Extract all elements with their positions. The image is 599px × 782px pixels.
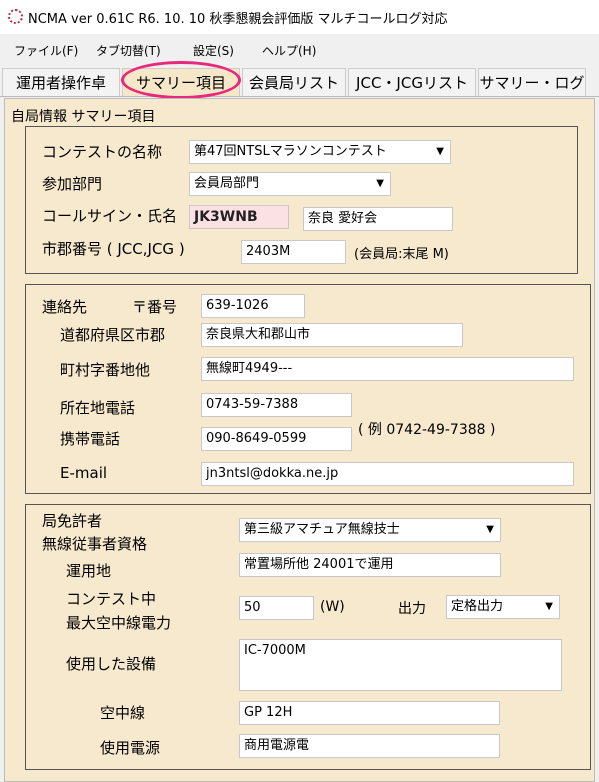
contact-group (25, 284, 591, 494)
tab-bar: 運用者操作卓 サマリー項目 会員局リスト JCC・JCGリスト サマリー・ログ (0, 66, 599, 97)
email-field[interactable]: jn3ntsl@dokka.ne.jp (201, 462, 574, 486)
prefecture-label: 道都府県区市郡 (60, 326, 166, 344)
contact-heading: 連絡先 (42, 298, 88, 316)
landline-label: 所在地電話 (60, 399, 136, 417)
tab-summary-log[interactable]: サマリー・ログ (478, 68, 586, 96)
output-label: 出力 (398, 601, 426, 617)
mobile-label: 携帯電話 (60, 430, 121, 448)
menu-file[interactable]: ファイル(F) (14, 44, 79, 58)
output-value: 定格出力 (451, 599, 504, 614)
qualification-value: 第三級アマチュア無線技士 (244, 522, 400, 537)
output-select[interactable]: 定格出力 ▼ (446, 595, 560, 619)
location-field[interactable]: 常置場所他 24001で運用 (239, 553, 501, 577)
antenna-label: 空中線 (100, 704, 146, 722)
jcc-note: (会員局:末尾 M) (354, 247, 449, 262)
power-label-line1: コンテスト中 (66, 590, 157, 608)
power-source-field[interactable]: 商用電源電 (239, 734, 500, 758)
window-title: NCMA ver 0.61C R6. 10. 10 秋季懇親会評価版 マルチコー… (28, 12, 448, 27)
licensee-label: 局免許者 (42, 512, 103, 530)
antenna-field[interactable]: GP 12H (239, 701, 500, 725)
contest-name-select[interactable]: 第47回NTSLマラソンコンテスト ▼ (189, 140, 451, 164)
menu-settings[interactable]: 設定(S) (193, 44, 234, 58)
qualification-select[interactable]: 第三級アマチュア無線技士 ▼ (239, 518, 501, 542)
contest-name-value: 第47回NTSLマラソンコンテスト (194, 144, 387, 159)
equipment-textarea[interactable] (239, 639, 562, 691)
menu-bar: ファイル(F) タブ切替(T) 設定(S) ヘルプ(H) (0, 34, 599, 66)
power-label-line2: 最大空中線電力 (66, 614, 172, 632)
category-label: 参加部門 (42, 175, 103, 193)
equipment-label: 使用した設備 (66, 655, 157, 673)
email-label: E-mail (60, 464, 108, 482)
prefecture-field[interactable]: 奈良県大和郡山市 (201, 323, 463, 347)
owner-name-field[interactable]: 奈良 愛好会 (303, 207, 453, 231)
zip-label: 〒番号 (132, 298, 178, 316)
phone-example: ( 例 0742-49-7388 ) (358, 422, 496, 438)
title-bar: NCMA ver 0.61C R6. 10. 10 秋季懇親会評価版 マルチコー… (0, 0, 599, 34)
category-value: 会員局部門 (194, 176, 260, 191)
category-select[interactable]: 会員局部門 ▼ (189, 172, 391, 196)
jcc-field[interactable]: 2403M (241, 240, 346, 264)
zip-field[interactable]: 639-1026 (201, 294, 305, 318)
location-label: 運用地 (66, 562, 112, 580)
tab-operator-console[interactable]: 運用者操作卓 (2, 68, 120, 96)
app-icon (8, 9, 23, 24)
street-label: 町村字番地他 (60, 361, 151, 379)
chevron-down-icon: ▼ (376, 178, 384, 189)
contest-name-label: コンテストの名称 (42, 143, 163, 161)
menu-tab-switch[interactable]: タブ切替(T) (96, 44, 161, 58)
chevron-down-icon: ▼ (436, 146, 444, 157)
tab-jcc-jcg-list[interactable]: JCC・JCGリスト (348, 68, 476, 96)
chevron-down-icon: ▼ (545, 601, 553, 612)
highlight-annotation (121, 61, 241, 99)
tab-member-list[interactable]: 会員局リスト (242, 68, 346, 96)
landline-field[interactable]: 0743-59-7388 (201, 393, 352, 417)
power-source-label: 使用電源 (100, 739, 161, 757)
menu-help[interactable]: ヘルプ(H) (262, 44, 317, 58)
license-group (25, 504, 591, 770)
power-unit: (W) (320, 599, 345, 615)
street-field[interactable]: 無線町4949--- (201, 357, 574, 381)
power-field[interactable]: 50 (239, 596, 314, 620)
mobile-field[interactable]: 090-8649-0599 (201, 427, 352, 451)
chevron-down-icon: ▼ (486, 524, 494, 535)
callsign-field[interactable]: JK3WNB (189, 205, 289, 229)
jcc-label: 市郡番号 ( JCC,JCG ) (42, 240, 185, 258)
callsign-label: コールサイン・氏名 (42, 207, 178, 225)
qualification-label: 無線従事者資格 (42, 535, 148, 553)
panel-heading: 自局情報 サマリー項目 (11, 109, 156, 125)
